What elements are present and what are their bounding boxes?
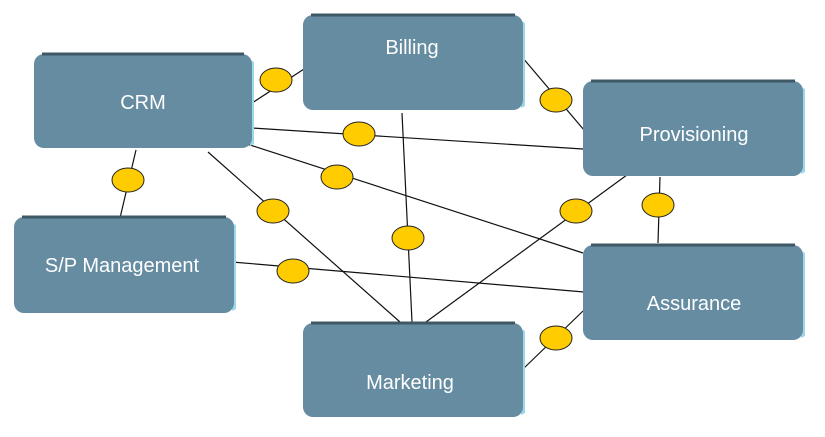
connector-crm-marketing[interactable]	[256, 198, 290, 224]
edge-billing-marketing	[401, 112, 413, 323]
connector-crm-provisioning[interactable]	[342, 121, 376, 147]
node-assurance-box	[583, 245, 803, 340]
connector-provisioning-assurance[interactable]	[641, 192, 675, 218]
node-sp-management-box	[14, 217, 234, 313]
connector-billing-provisioning[interactable]	[539, 87, 573, 113]
node-crm-box	[34, 54, 252, 148]
edge-crm-marketing	[207, 151, 401, 323]
connector-billing-marketing[interactable]	[391, 225, 425, 251]
connector-assurance-marketing[interactable]	[539, 325, 573, 351]
node-provisioning[interactable]: Provisioning	[583, 79, 805, 176]
connector-provisioning-marketing[interactable]	[559, 198, 593, 224]
connectors-layer	[111, 67, 675, 351]
node-sp-management[interactable]: S/P Management	[14, 215, 236, 313]
node-sp-management-label: S/P Management	[45, 255, 200, 277]
edge-crm-provisioning	[251, 127, 584, 150]
node-provisioning-box	[583, 81, 803, 176]
connector-sp_management-assurance[interactable]	[276, 258, 310, 284]
node-billing[interactable]: Billing	[303, 13, 525, 110]
edge-provisioning-marketing	[425, 171, 632, 323]
connector-crm-assurance[interactable]	[320, 164, 354, 190]
edge-crm-assurance	[243, 142, 584, 254]
node-crm-label: CRM	[120, 92, 166, 114]
node-marketing[interactable]: Marketing	[303, 321, 525, 417]
node-provisioning-label: Provisioning	[640, 124, 749, 146]
node-crm[interactable]: CRM	[34, 52, 254, 148]
connector-crm-billing[interactable]	[259, 67, 293, 93]
nodes-layer: CRM Billing Provisioning S/P Management …	[14, 13, 805, 417]
node-marketing-box	[303, 323, 523, 417]
node-assurance[interactable]: Assurance	[583, 243, 805, 340]
node-billing-box	[303, 15, 523, 110]
connector-crm-sp_management[interactable]	[111, 167, 145, 193]
node-billing-label: Billing	[385, 37, 438, 59]
node-marketing-label: Marketing	[366, 372, 454, 394]
node-assurance-label: Assurance	[647, 293, 742, 315]
